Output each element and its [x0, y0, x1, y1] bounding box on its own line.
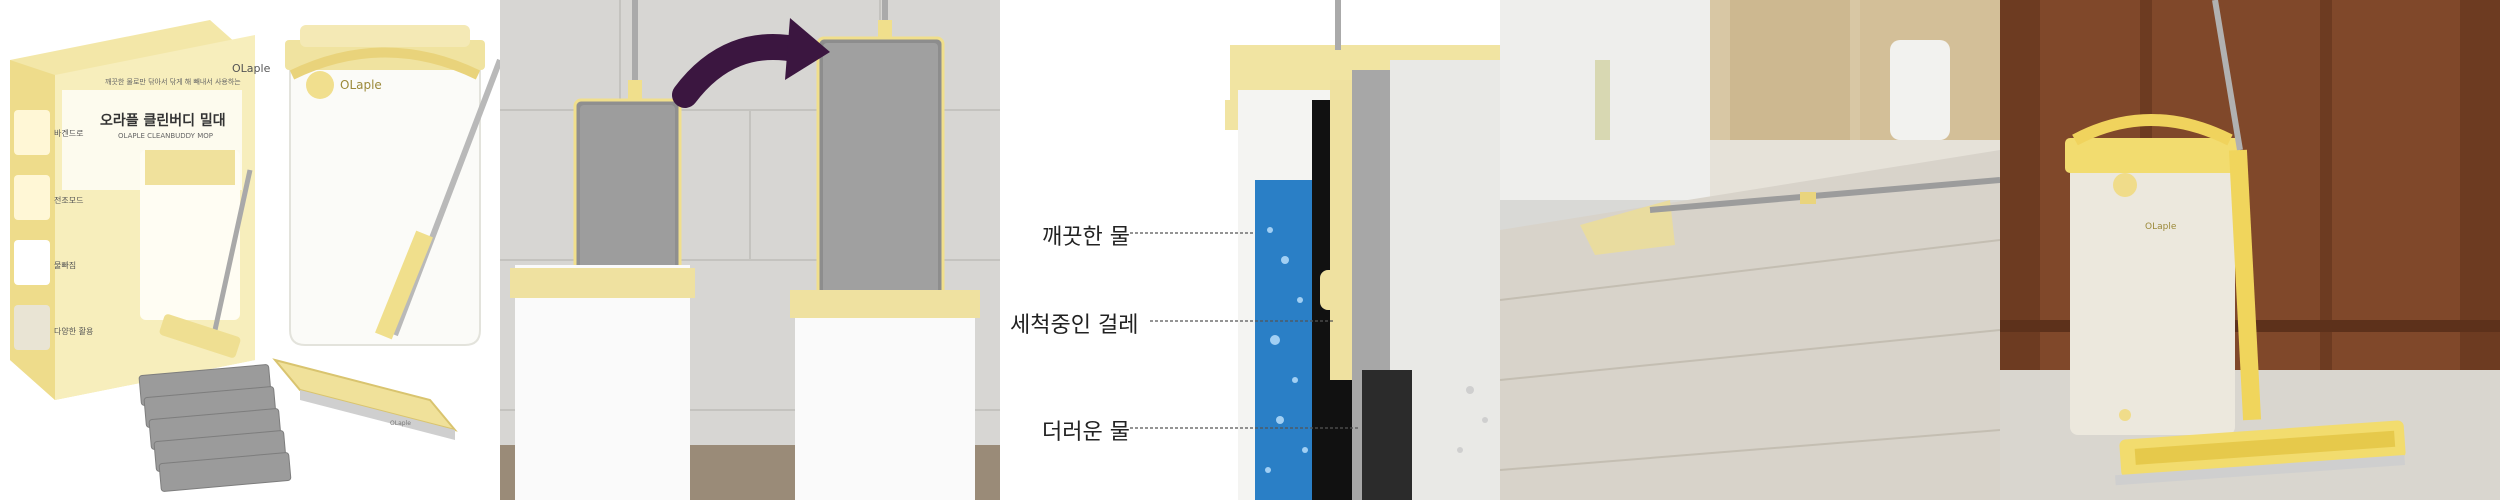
floor-cleaning-illustration [1500, 0, 2000, 500]
panel-product-set: OLaple 깨끗한 물로만 닦아서 닦게 해 빼내서 사용하는 오라플 클린버… [0, 0, 500, 500]
box-title: 오라플 클린버디 밀대 [100, 113, 226, 129]
box-brand: OLaple [232, 62, 271, 75]
side-label-3: 물빠짐 [54, 261, 77, 270]
mop-lift-illustration [500, 0, 1000, 500]
side-label-1: 바겐드로 [54, 129, 84, 138]
product-set-illustration [10, 20, 500, 492]
mop-frame [1330, 80, 1352, 380]
side-label-2: 전조모드 [54, 196, 84, 205]
bucket [2065, 114, 2240, 435]
box-tagline: 깨끗한 물로만 닦아서 닦게 해 빼내서 사용하는 [105, 78, 241, 86]
panel-bucket-stand: OLaple [2000, 0, 2500, 500]
panel-mop-lift [500, 0, 1000, 500]
lift-arrow [672, 34, 813, 108]
panel-cutaway: 깨끗한 물 세척중인 걸레 더러운 물 [1000, 0, 1500, 500]
bucket-right [795, 290, 975, 500]
panel-floor-cleaning [1500, 0, 2000, 500]
bucket [285, 25, 485, 346]
dirty-water-chamber [1362, 370, 1412, 500]
label-clean-water: 깨끗한 물 [1042, 225, 1130, 250]
mop-brand: OLaple [390, 420, 411, 427]
bucket-brand-5: OLaple [2145, 222, 2177, 232]
clean-water-chamber [1255, 180, 1315, 500]
mop-handle [392, 58, 500, 337]
mop-handle [2212, 0, 2243, 151]
box-subtitle: OLAPLE CLEANBUDDY MOP [118, 132, 213, 140]
refill-pads [138, 364, 292, 492]
cutaway-illustration [1000, 0, 1500, 500]
mop-handle [1649, 177, 2000, 213]
label-dirty-water: 더러운 물 [1042, 420, 1130, 445]
bucket-left [515, 265, 690, 500]
mop-head [1580, 200, 1675, 255]
label-washing-mop: 세척중인 걸레 [1010, 313, 1139, 338]
bucket-stand-illustration [2000, 0, 2500, 500]
side-label-4: 다양한 활용 [54, 327, 94, 336]
bucket-brand: OLaple [340, 78, 382, 92]
